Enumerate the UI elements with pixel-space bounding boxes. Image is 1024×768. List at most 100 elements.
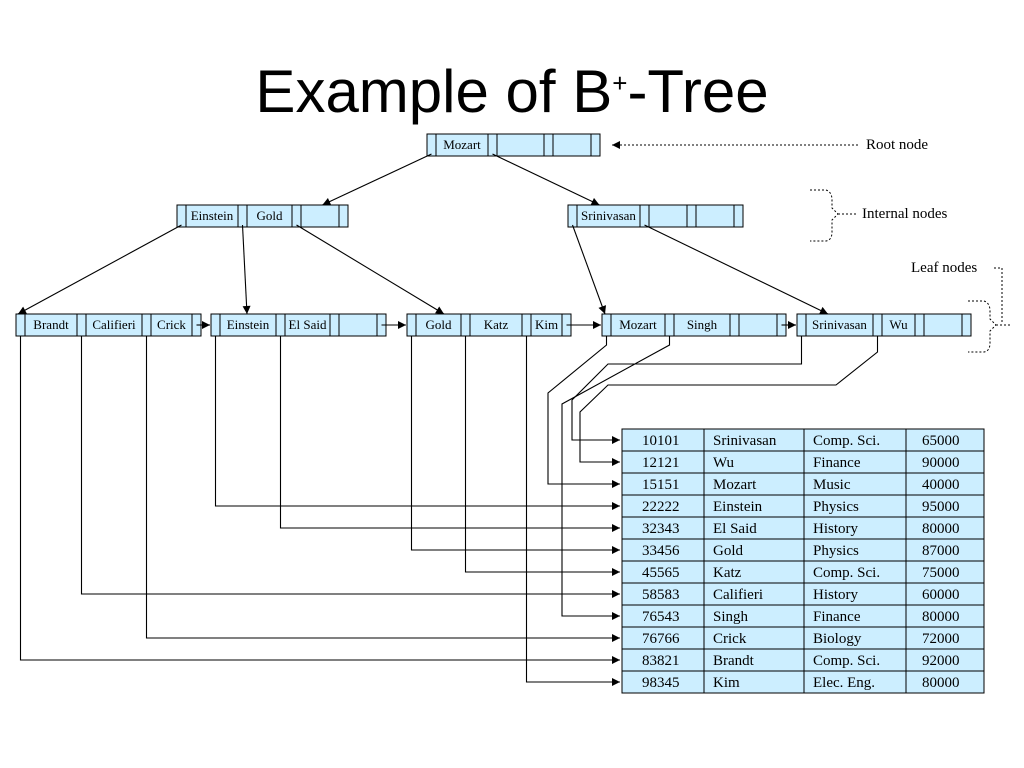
table-cell: 65000 bbox=[922, 433, 960, 449]
table-cell: Mozart bbox=[713, 477, 757, 493]
table-cell: Srinivasan bbox=[713, 433, 777, 449]
node-key: Srinivasan bbox=[812, 317, 867, 332]
leaf-nodes-label: Leaf nodes bbox=[911, 260, 977, 276]
table-cell: 76766 bbox=[642, 631, 680, 647]
internal-node-1: Einstein Gold bbox=[176, 204, 349, 228]
table-cell: 80000 bbox=[922, 675, 960, 691]
table-cell: Comp. Sci. bbox=[813, 565, 880, 581]
root-node: Mozart bbox=[426, 133, 601, 157]
table-cell: 87000 bbox=[922, 543, 960, 559]
pointer-edge-17 bbox=[410, 336, 620, 554]
table-cell: 75000 bbox=[922, 565, 960, 581]
table-cell: 10101 bbox=[642, 433, 680, 449]
table-cell: 15151 bbox=[642, 477, 680, 493]
leaf-nodes-leader bbox=[994, 267, 1003, 322]
pointer-edge-3 bbox=[17, 224, 182, 315]
node-key: Mozart bbox=[619, 317, 657, 332]
pointer-edge-6 bbox=[571, 224, 607, 315]
node-key: Crick bbox=[157, 317, 186, 332]
leaf-node-3: Gold Katz Kim bbox=[406, 313, 572, 337]
root-node-label: Root node bbox=[866, 137, 928, 153]
pointer-edge-22 bbox=[571, 336, 803, 444]
pointer-edge-4 bbox=[241, 224, 251, 315]
internal-node-2: Srinivasan bbox=[567, 204, 744, 228]
node-key: El Said bbox=[289, 317, 327, 332]
node-key: Einstein bbox=[191, 208, 234, 223]
node-key: Singh bbox=[687, 317, 718, 332]
table-cell: Einstein bbox=[713, 499, 763, 515]
pointer-edge-15 bbox=[214, 336, 620, 510]
table-cell: 60000 bbox=[922, 587, 960, 603]
internal-nodes-label: Internal nodes bbox=[862, 206, 948, 222]
pointer-edge-14 bbox=[145, 336, 620, 642]
node-key: Einstein bbox=[227, 317, 270, 332]
node-key: Gold bbox=[257, 208, 284, 223]
node-key: Califieri bbox=[92, 317, 136, 332]
table-cell: El Said bbox=[713, 521, 757, 537]
pointer-edge-23 bbox=[579, 336, 879, 466]
table-cell: 12121 bbox=[642, 455, 680, 471]
leaf-node-4: Mozart Singh bbox=[601, 313, 787, 337]
table-cell: Biology bbox=[813, 631, 862, 647]
table-cell: 80000 bbox=[922, 609, 960, 625]
node-key: Srinivasan bbox=[581, 208, 636, 223]
table-cell: Finance bbox=[813, 609, 861, 625]
table-cell: Crick bbox=[713, 631, 747, 647]
table-cell: 83821 bbox=[642, 653, 680, 669]
pointer-edge-20 bbox=[547, 336, 620, 488]
pointer-edge-16 bbox=[279, 336, 620, 532]
internal-nodes-brace bbox=[810, 189, 839, 242]
table-row: 10101 Srinivasan Comp. Sci. 65000 bbox=[642, 433, 960, 449]
node-key: Wu bbox=[889, 317, 908, 332]
table-cell: 92000 bbox=[922, 653, 960, 669]
table-cell: 72000 bbox=[922, 631, 960, 647]
table-cell: Singh bbox=[713, 609, 749, 625]
leaf-node-1: Brandt Califieri Crick bbox=[15, 313, 202, 337]
node-key: Kim bbox=[535, 317, 558, 332]
table-cell: Physics bbox=[813, 499, 859, 515]
pointer-edge-13 bbox=[80, 336, 620, 598]
title-tail: -Tree bbox=[627, 58, 769, 125]
table-cell: Music bbox=[813, 477, 851, 493]
leaf-node-2: Einstein El Said bbox=[210, 313, 387, 337]
pointer-edge-7 bbox=[644, 224, 829, 315]
pointer-edge-12 bbox=[19, 336, 620, 664]
table-cell: Finance bbox=[813, 455, 861, 471]
table-cell: Elec. Eng. bbox=[813, 675, 875, 691]
pointer-edge-21 bbox=[561, 336, 671, 620]
table-cell: 95000 bbox=[922, 499, 960, 515]
table-cell: 32343 bbox=[642, 521, 680, 537]
pointer-edge-2 bbox=[492, 153, 600, 206]
title-superscript: + bbox=[612, 68, 628, 98]
table-cell: Gold bbox=[713, 543, 744, 559]
table-cell: Wu bbox=[713, 455, 735, 471]
table-cell: 98345 bbox=[642, 675, 680, 691]
table-cell: 40000 bbox=[922, 477, 960, 493]
node-key: Katz bbox=[484, 317, 509, 332]
leaf-nodes-brace bbox=[968, 300, 997, 353]
table-cell: Comp. Sci. bbox=[813, 433, 880, 449]
node-key: Brandt bbox=[33, 317, 69, 332]
table-cell: 58583 bbox=[642, 587, 680, 603]
node-key: Gold bbox=[426, 317, 453, 332]
leaf-node-5: Srinivasan Wu bbox=[796, 313, 972, 337]
table-cell: 33456 bbox=[642, 543, 680, 559]
table-cell: 80000 bbox=[922, 521, 960, 537]
table-cell: Kim bbox=[713, 675, 740, 691]
table-cell: 22222 bbox=[642, 499, 680, 515]
table-row: 15151 Mozart Music 40000 bbox=[642, 477, 960, 493]
pointer-edge-18 bbox=[464, 336, 620, 576]
table-cell: Califieri bbox=[713, 587, 763, 603]
pointer-edge-5 bbox=[296, 224, 445, 315]
pointer-edge-1 bbox=[322, 153, 432, 206]
table-row: 98345 Kim Elec. Eng. 80000 bbox=[642, 675, 960, 691]
